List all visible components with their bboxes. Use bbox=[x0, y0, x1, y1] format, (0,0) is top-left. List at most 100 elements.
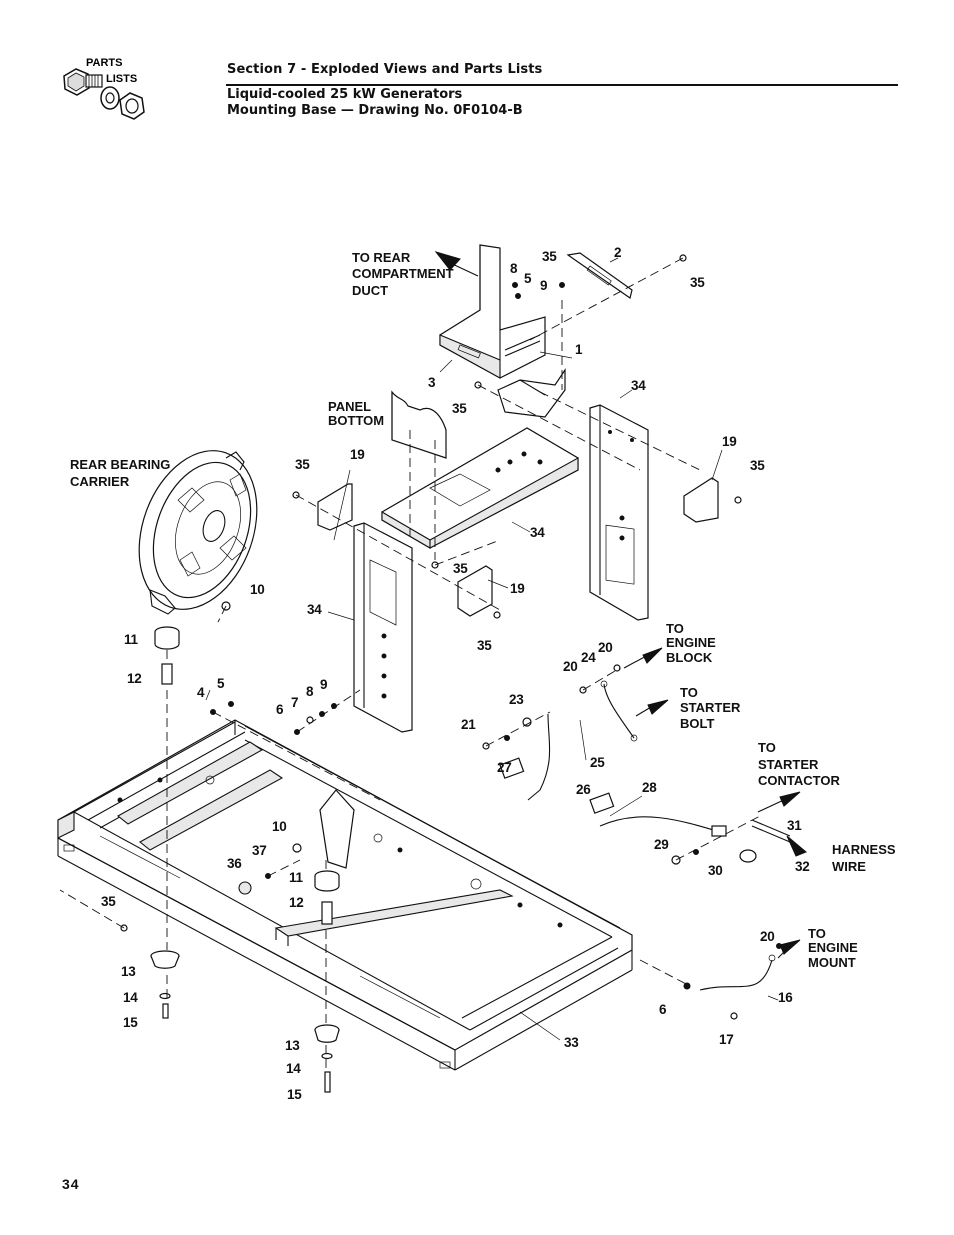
part-number: 5 bbox=[217, 676, 225, 691]
label-duct: DUCT bbox=[352, 283, 388, 298]
part-number: 20 bbox=[563, 659, 577, 674]
part-number: 20 bbox=[760, 929, 774, 944]
part-number: 8 bbox=[306, 684, 314, 699]
drawing-subtitle-number: Mounting Base — Drawing No. 0F0104-B bbox=[227, 103, 523, 118]
bracket-19-left bbox=[317, 483, 353, 531]
part-number: 16 bbox=[778, 990, 793, 1005]
direction-arrows bbox=[434, 251, 807, 959]
label-carrier: CARRIER bbox=[70, 474, 130, 489]
assembly-lines bbox=[59, 257, 761, 1068]
part-number: 34 bbox=[631, 378, 646, 393]
part-number: 34 bbox=[307, 602, 322, 617]
label-to-engine-block-2: ENGINE bbox=[666, 635, 716, 650]
part-number: 15 bbox=[287, 1087, 302, 1102]
part-number: 2 bbox=[614, 245, 621, 260]
part-number: 19 bbox=[722, 434, 736, 449]
center-base-panel bbox=[381, 427, 579, 549]
part-number: 12 bbox=[127, 671, 141, 686]
part-number: 36 bbox=[227, 856, 242, 871]
label-to-engine-mount-1: TO bbox=[808, 926, 826, 941]
panel-bottom-piece bbox=[391, 390, 447, 459]
harness-connectors bbox=[739, 819, 791, 863]
label-to-starter-bolt-1: TO bbox=[680, 685, 698, 700]
label-to-starter-contactor-1: TO bbox=[758, 740, 776, 755]
cable-25 bbox=[499, 713, 551, 801]
part-number: 11 bbox=[124, 632, 138, 647]
part-number: 11 bbox=[289, 870, 303, 885]
part-number: 5 bbox=[524, 271, 532, 286]
part-number: 20 bbox=[598, 640, 612, 655]
part-number: 26 bbox=[576, 782, 591, 797]
compartment-bracket bbox=[439, 244, 546, 379]
part-number: 17 bbox=[719, 1032, 733, 1047]
label-to-starter-bolt-2: STARTER bbox=[680, 700, 741, 715]
part-number: 35 bbox=[101, 894, 116, 909]
callout-labels: TO REAR COMPARTMENT DUCT PANEL BOTTOM RE… bbox=[70, 250, 896, 970]
part-number: 23 bbox=[509, 692, 524, 707]
label-panel: PANEL bbox=[328, 399, 371, 414]
label-rear-bearing: REAR BEARING bbox=[70, 457, 170, 472]
part-number: 21 bbox=[461, 717, 476, 732]
label-to-starter-contactor-3: CONTACTOR bbox=[758, 773, 840, 788]
base-frame bbox=[57, 719, 633, 1071]
part-number: 1 bbox=[575, 342, 583, 357]
part-number: 9 bbox=[540, 278, 547, 293]
part-number: 19 bbox=[350, 447, 364, 462]
part-number: 35 bbox=[690, 275, 705, 290]
left-side-panel bbox=[353, 522, 413, 733]
part-number: 33 bbox=[564, 1035, 579, 1050]
part-number: 35 bbox=[477, 638, 492, 653]
label-to-engine-mount-3: MOUNT bbox=[808, 955, 856, 970]
part-number: 4 bbox=[197, 685, 205, 700]
cable-24 bbox=[600, 680, 638, 742]
label-to-starter-contactor-2: STARTER bbox=[758, 757, 819, 772]
cable-28 bbox=[589, 792, 727, 837]
part-number: 6 bbox=[659, 1002, 667, 1017]
section-title: Section 7 - Exploded Views and Parts Lis… bbox=[227, 62, 543, 77]
bracket-19-right bbox=[683, 477, 719, 523]
part-number: 24 bbox=[581, 650, 596, 665]
part-number: 27 bbox=[497, 760, 511, 775]
isolator-left-lower bbox=[150, 950, 180, 1019]
isolator-center-upper bbox=[314, 870, 340, 925]
part-2-bar bbox=[566, 252, 633, 299]
part-number: 34 bbox=[530, 525, 545, 540]
part-number: 19 bbox=[510, 581, 524, 596]
label-bottom: BOTTOM bbox=[328, 413, 384, 428]
part-number: 14 bbox=[123, 990, 138, 1005]
part-number: 29 bbox=[654, 837, 668, 852]
part-number: 35 bbox=[542, 249, 557, 264]
isolator-center-lower bbox=[314, 1024, 340, 1093]
part-number: 13 bbox=[285, 1038, 300, 1053]
label-to-rear: TO REAR bbox=[352, 250, 411, 265]
part-number: 35 bbox=[295, 457, 310, 472]
logo-text-parts: PARTS bbox=[86, 57, 122, 69]
leader-lines bbox=[205, 257, 779, 1041]
page-number: 34 bbox=[62, 1176, 80, 1192]
part-number: 10 bbox=[250, 582, 264, 597]
logo-text-lists: LISTS bbox=[106, 73, 137, 85]
label-compartment: COMPARTMENT bbox=[352, 266, 454, 281]
part-number: 6 bbox=[276, 702, 284, 717]
part-number: 10 bbox=[272, 819, 286, 834]
parts-lists-logo-icon: PARTS LISTS bbox=[63, 57, 145, 120]
part-number: 7 bbox=[291, 695, 298, 710]
part-number: 30 bbox=[708, 863, 722, 878]
part-number: 25 bbox=[590, 755, 605, 770]
part-number: 37 bbox=[252, 843, 266, 858]
part-number: 32 bbox=[795, 859, 809, 874]
label-harness: HARNESS bbox=[832, 842, 896, 857]
part-number: 35 bbox=[750, 458, 765, 473]
part-number: 35 bbox=[452, 401, 467, 416]
cable-16 bbox=[699, 954, 776, 991]
hardware-bits bbox=[120, 254, 782, 1020]
part-number: 9 bbox=[320, 677, 327, 692]
drawing-subtitle-model: Liquid-cooled 25 kW Generators bbox=[227, 87, 463, 102]
part-1-bracket bbox=[497, 368, 566, 418]
header-rule bbox=[226, 84, 898, 86]
label-to-engine-block-3: BLOCK bbox=[666, 650, 713, 665]
rear-bearing-carrier bbox=[138, 450, 258, 615]
part-number: 35 bbox=[453, 561, 468, 576]
part-number: 15 bbox=[123, 1015, 138, 1030]
